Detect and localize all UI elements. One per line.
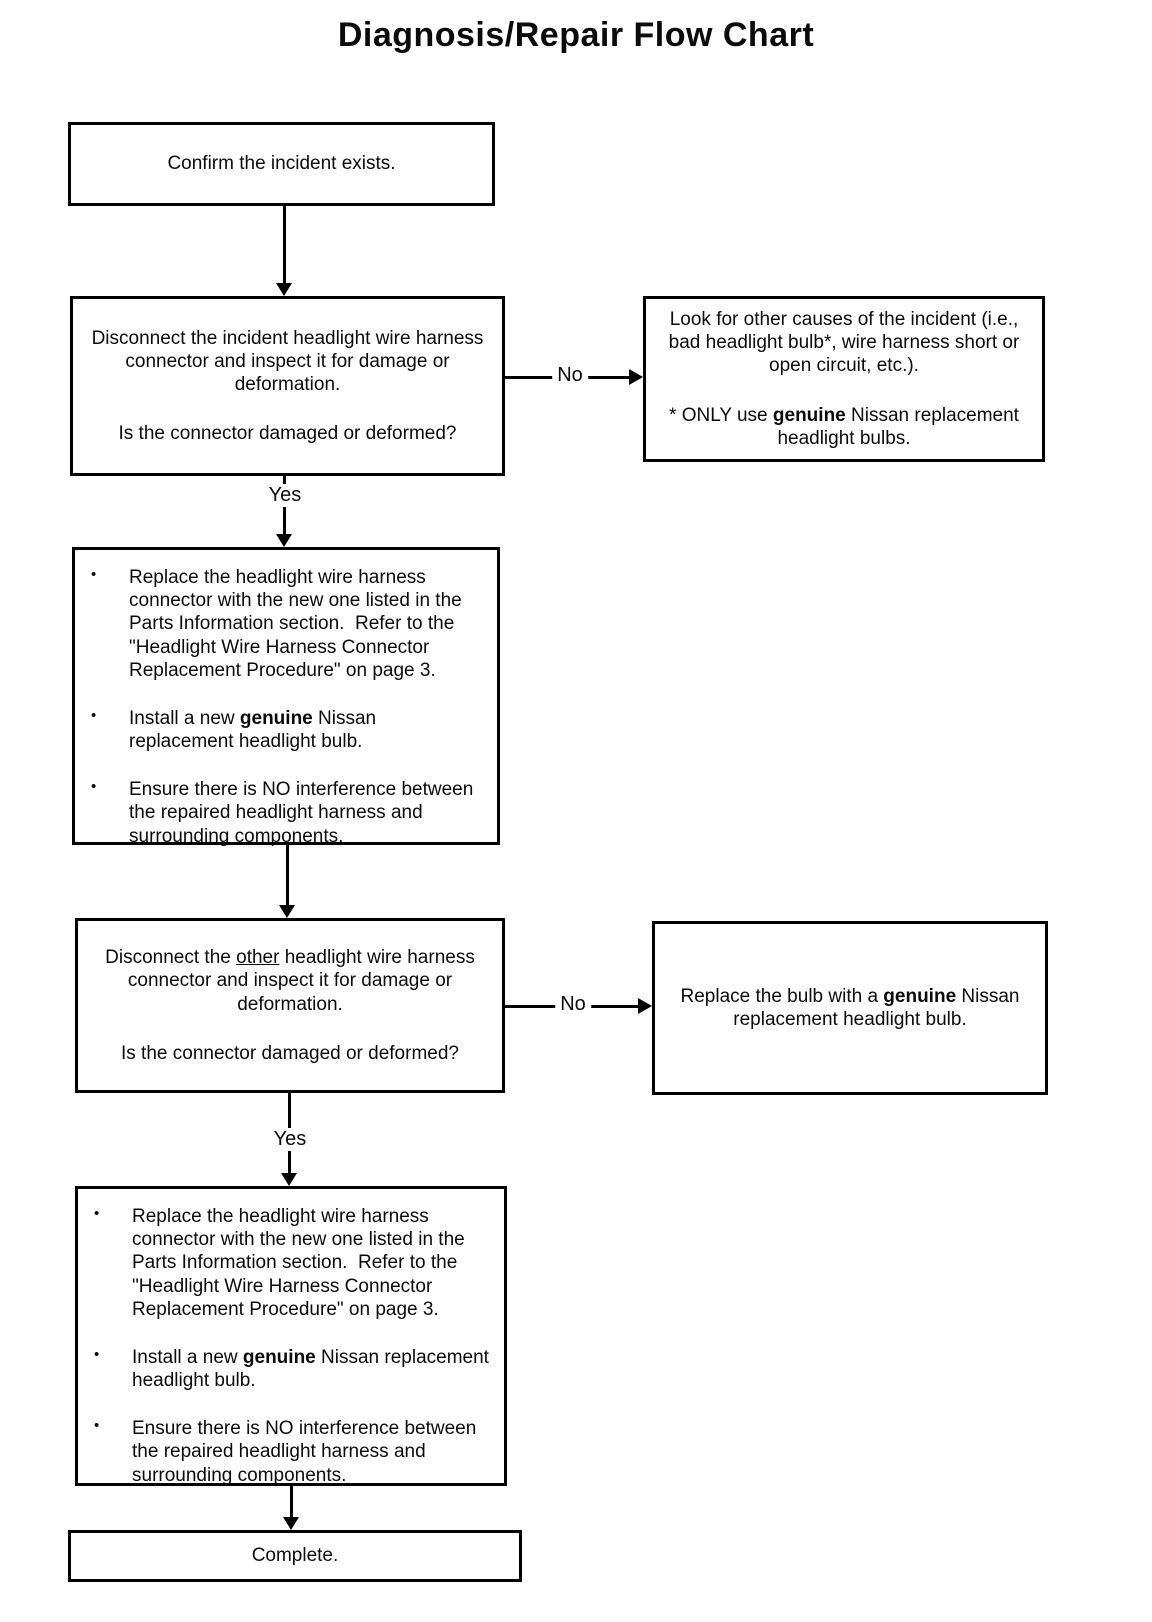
other-causes-note: * ONLY use genuine Nissan replacement he… bbox=[646, 404, 1042, 450]
bullet-item: • Ensure there is NO interference betwee… bbox=[92, 1417, 494, 1487]
connector-confirm-to-decision1 bbox=[283, 206, 286, 284]
action-replace-connector-text: Replace the headlight wire harness conne… bbox=[129, 567, 467, 681]
arrowhead-right-icon bbox=[629, 369, 643, 385]
arrowhead-down-icon bbox=[283, 1517, 299, 1530]
bullet-icon: • bbox=[94, 1205, 100, 1222]
arrowhead-down-icon bbox=[281, 1173, 297, 1186]
install-pre: Install a new bbox=[129, 707, 240, 729]
box-replace-connector-second: • Replace the headlight wire harness con… bbox=[75, 1186, 507, 1486]
decision1-statement: Disconnect the incident headlight wire h… bbox=[73, 327, 502, 397]
note-genuine-bold: genuine bbox=[772, 404, 846, 426]
replace-bulb-genuine-bold: genuine bbox=[883, 985, 957, 1007]
action-install-bulb-text: Install a new genuine Nissan replacement… bbox=[132, 1346, 494, 1392]
label-yes-1: Yes bbox=[263, 484, 307, 507]
connector-action2-to-complete bbox=[290, 1486, 293, 1518]
confirm-text: Confirm the incident exists. bbox=[167, 153, 396, 175]
replace-bulb-post: Nissan replacement headlight bulb. bbox=[733, 985, 1020, 1030]
arrowhead-down-icon bbox=[276, 534, 292, 547]
box-replace-connector-first: • Replace the headlight wire harness con… bbox=[72, 547, 500, 848]
bullet-item: • Install a new genuine Nissan replaceme… bbox=[92, 1346, 494, 1392]
bullet-icon: • bbox=[94, 1417, 100, 1435]
bullet-item: • Replace the headlight wire harness con… bbox=[89, 566, 487, 682]
note-post: Nissan replacement headlight bulbs. bbox=[777, 404, 1019, 449]
other-causes-text: Look for other causes of the incident (i… bbox=[668, 309, 1020, 377]
bullet-icon: • bbox=[91, 566, 97, 583]
arrowhead-right-icon bbox=[638, 998, 652, 1014]
complete-text: Complete. bbox=[251, 1545, 339, 1567]
replace-bulb-pre: Replace the bulb with a bbox=[680, 985, 884, 1007]
box-confirm-incident: Confirm the incident exists. bbox=[68, 122, 495, 206]
install-genuine-bold: genuine bbox=[242, 1346, 316, 1368]
connector-action1-to-decision2 bbox=[286, 845, 289, 907]
decision2-statement: Disconnect the other headlight wire harn… bbox=[78, 946, 502, 1016]
box-complete: Complete. bbox=[68, 1530, 522, 1582]
bullet-icon: • bbox=[91, 706, 97, 724]
install-post: Nissan replacement headlight bulb. bbox=[132, 1346, 495, 1392]
replace-bulb-text: Replace the bulb with a genuine Nissan r… bbox=[655, 985, 1045, 1031]
arrowhead-down-icon bbox=[279, 905, 295, 918]
label-no-2: No bbox=[555, 993, 591, 1016]
box-inspect-incident-connector: Disconnect the incident headlight wire h… bbox=[70, 296, 505, 476]
box-replace-bulb: Replace the bulb with a genuine Nissan r… bbox=[652, 921, 1048, 1095]
label-no-1: No bbox=[552, 364, 588, 387]
decision2-other-underlined: other bbox=[236, 947, 280, 969]
decision1-statement-text: Disconnect the incident headlight wire h… bbox=[91, 327, 484, 395]
arrowhead-down-icon bbox=[276, 283, 292, 296]
install-genuine-bold: genuine bbox=[239, 707, 313, 729]
install-pre: Install a new bbox=[132, 1346, 243, 1368]
note-pre: * ONLY use bbox=[669, 404, 773, 426]
action-replace-connector-text: Replace the headlight wire harness conne… bbox=[132, 1206, 470, 1320]
box-inspect-other-connector: Disconnect the other headlight wire harn… bbox=[75, 918, 505, 1093]
bullet-icon: • bbox=[94, 1345, 100, 1363]
bullet-icon: • bbox=[91, 778, 97, 796]
decision2-pre: Disconnect the bbox=[105, 947, 237, 969]
action-ensure-text: Ensure there is NO interference between … bbox=[132, 1418, 482, 1486]
decision1-question: Is the connector damaged or deformed? bbox=[118, 423, 457, 445]
page-title: Diagnosis/Repair Flow Chart bbox=[337, 16, 815, 54]
bullet-item: • Ensure there is NO interference betwee… bbox=[89, 778, 487, 848]
action-ensure-text: Ensure there is NO interference between … bbox=[129, 779, 479, 847]
label-yes-2: Yes bbox=[268, 1128, 312, 1151]
decision2-post: headlight wire harness connector and ins… bbox=[127, 947, 475, 1015]
box-look-other-causes: Look for other causes of the incident (i… bbox=[643, 296, 1045, 462]
bullet-item: • Replace the headlight wire harness con… bbox=[92, 1205, 494, 1321]
install-post: Nissan replacement headlight bulb. bbox=[129, 707, 382, 753]
action-install-bulb-text: Install a new genuine Nissan replacement… bbox=[129, 707, 487, 753]
bullet-item: • Install a new genuine Nissan replaceme… bbox=[89, 707, 487, 753]
decision2-question: Is the connector damaged or deformed? bbox=[121, 1042, 459, 1064]
